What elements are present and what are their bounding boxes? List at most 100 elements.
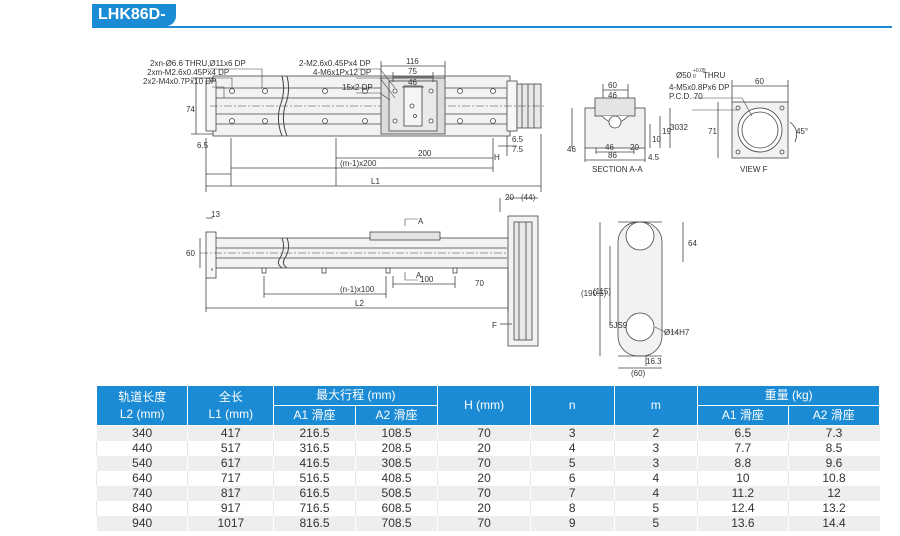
sec-dim-46-bottom: 46 xyxy=(605,143,614,152)
sec-dim-19: 19 xyxy=(662,127,671,136)
side-dim-115: (115) xyxy=(593,287,611,296)
table-cell: 616.5 xyxy=(273,486,356,501)
table-cell: 4 xyxy=(613,471,698,486)
table-cell: 308.5 xyxy=(354,456,438,471)
col-n: n xyxy=(529,385,615,426)
dim-H: H xyxy=(494,153,500,162)
col-max-stroke: 最大行程 (mm) xyxy=(273,385,439,406)
view-f-pcd: P.C.D. 70 xyxy=(669,92,703,101)
side-view xyxy=(599,221,684,369)
dim-75: 75 xyxy=(408,67,417,76)
hole-note-3: 2x2-M4x0.7Px10 DP xyxy=(143,77,216,86)
table-cell: 5 xyxy=(613,516,698,531)
table-cell: 13.2 xyxy=(787,501,880,516)
table-cell: 70 xyxy=(437,486,531,501)
sec-dim-46-side: 46 xyxy=(567,145,576,154)
view-f xyxy=(692,80,798,159)
table-cell: 208.5 xyxy=(354,441,438,456)
slider-note-3: 15x2 DP xyxy=(342,83,373,92)
front-dim-70: 70 xyxy=(475,279,484,288)
table-cell: 10 xyxy=(697,471,789,486)
table-cell: 1017 xyxy=(187,516,274,531)
col-weight-a2: A2 滑座 xyxy=(787,405,881,426)
table-cell: 717 xyxy=(187,471,274,486)
hole-note-1: 2xn-Ø6.6 THRU,Ø11x6 DP xyxy=(150,59,246,68)
dim-46: 46 xyxy=(408,78,417,87)
view-f-labels: Ø50 +0.05 0 THRU 4-M5x0.8Px6 DP P.C.D. 7… xyxy=(669,68,808,174)
dim-pitch-m: (m-1)x200 xyxy=(340,159,377,168)
table-cell: 917 xyxy=(187,501,274,516)
table-cell: 10.8 xyxy=(787,471,880,486)
table-cell: 13.6 xyxy=(697,516,789,531)
side-dim-64: 64 xyxy=(688,239,697,248)
table-cell: 840 xyxy=(95,501,188,516)
section-aa-caption: SECTION A-A xyxy=(592,165,643,174)
view-f-tol-lower: 0 xyxy=(693,74,696,80)
table-cell: 640 xyxy=(95,471,188,486)
front-dim-20: 20 xyxy=(505,193,514,202)
table-cell: 608.5 xyxy=(354,501,438,516)
col-m: m xyxy=(613,385,699,426)
view-f-bore: Ø50 xyxy=(676,71,692,80)
table-cell: 4 xyxy=(529,441,615,456)
table-cell: 12.4 xyxy=(697,501,789,516)
dim-74: 74 xyxy=(186,105,195,114)
col-stroke-a2: A2 滑座 xyxy=(354,405,439,426)
sec-dim-60: 60 xyxy=(608,81,617,90)
view-f-caption: VIEW F xyxy=(740,165,768,174)
table-cell: 70 xyxy=(437,456,531,471)
view-f-tol-upper: +0.05 xyxy=(693,68,706,74)
col-total-length-zh: 全长 xyxy=(218,389,243,404)
table-cell: 20 xyxy=(437,501,531,516)
front-dim-13: 13 xyxy=(211,210,220,219)
table-cell: 940 xyxy=(95,516,188,531)
table-cell: 817 xyxy=(187,486,274,501)
dim-L1: L1 xyxy=(371,177,380,186)
table-cell: 20 xyxy=(437,471,531,486)
section-mark-a-bottom: A xyxy=(416,271,422,280)
table-cell: 416.5 xyxy=(273,456,356,471)
table-cell: 3 xyxy=(529,425,615,441)
sec-dim-30: 30 xyxy=(670,123,679,132)
side-view-labels: 64 (190.5) (115) 5JS9 Ø14H7 16.3 (60) xyxy=(581,239,697,378)
col-total-length-unit: L1 (mm) xyxy=(208,406,254,421)
front-dim-44: (44) xyxy=(521,193,536,202)
table-cell: 9.6 xyxy=(787,456,880,471)
dim-116: 116 xyxy=(406,57,419,66)
table-cell: 70 xyxy=(437,516,531,531)
table-cell: 517 xyxy=(187,441,274,456)
table-cell: 3 xyxy=(613,441,698,456)
table-cell: 12 xyxy=(787,486,880,501)
spec-table: 轨道长度 L2 (mm) 全长 L1 (mm) 最大行程 (mm) H (mm)… xyxy=(95,385,881,531)
table-cell: 708.5 xyxy=(354,516,438,531)
table-cell: 7 xyxy=(529,486,615,501)
view-f-thru: THRU xyxy=(703,71,725,80)
sec-dim-32: 32 xyxy=(679,123,688,132)
table-cell: 516.5 xyxy=(273,471,356,486)
sec-dim-4-5: 4.5 xyxy=(648,153,660,162)
sec-dim-10: 10 xyxy=(652,135,661,144)
technical-drawing: 2xn-Ø6.6 THRU,Ø11x6 DP 2xm-M2.6x0.45Px4 … xyxy=(143,57,808,378)
table-cell: 316.5 xyxy=(273,441,356,456)
table-cell: 816.5 xyxy=(273,516,356,531)
side-dim-5js9: 5JS9 xyxy=(609,321,628,330)
table-cell: 340 xyxy=(95,425,188,441)
table-cell: 8 xyxy=(529,501,615,516)
col-rail-length-zh: 轨道长度 xyxy=(118,389,167,404)
front-view-labels: 13 60 20 (44) A A 100 70 (n-1)x100 L2 F xyxy=(186,193,536,330)
table-cell: 6.5 xyxy=(697,425,789,441)
col-total-length: 全长 L1 (mm) xyxy=(187,385,275,426)
front-dim-100: 100 xyxy=(420,275,434,284)
sec-dim-46-top: 46 xyxy=(608,91,617,100)
view-f-angle: 45° xyxy=(796,127,808,136)
section-aa-labels: 60 46 46 46 20 86 4.5 10 19 30 32 SECTIO… xyxy=(567,81,688,174)
front-dim-60: 60 xyxy=(186,249,195,258)
col-weight-a1: A1 滑座 xyxy=(697,405,789,426)
table-cell: 9 xyxy=(529,516,615,531)
